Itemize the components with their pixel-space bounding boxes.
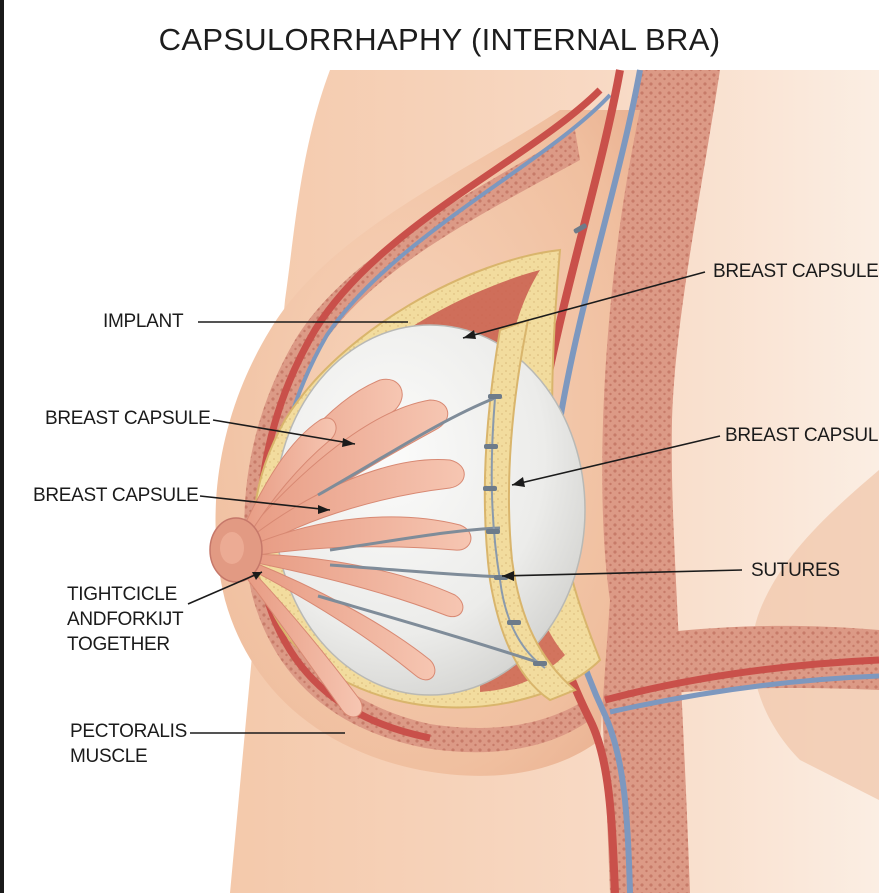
mammary-gland: [239, 378, 472, 718]
leader-lines: [187, 271, 743, 734]
diagram-title: CAPSULORRHAPHY (INTERNAL BRA): [158, 22, 721, 57]
suture-knots: [483, 223, 587, 666]
breast-capsule-inner-band: [483, 318, 577, 702]
label-pectoralis-line-1: PECTORALIS: [70, 721, 188, 742]
label-breast-capsule-right-top: BREAST CAPSULE: [713, 261, 879, 282]
label-implant: IMPLANT: [103, 311, 184, 332]
left-border: [0, 0, 4, 893]
sutures: [317, 396, 546, 669]
label-sutures: SUTURES: [751, 560, 840, 581]
horizontal-vein: [609, 673, 879, 715]
label-tighten-together: TIGHTCICLE ANDFORKIJT TOGETHER: [67, 582, 184, 657]
dermis-layer: [244, 130, 590, 753]
label-breast-capsule-right-mid: BREAST CAPSULE: [725, 425, 879, 446]
horizontal-artery: [604, 656, 879, 704]
label-pectoralis-muscle: PECTORALIS MUSCLE: [70, 719, 187, 769]
artery-contour: [255, 87, 603, 742]
label-breast-capsule-left-2: BREAST CAPSULE: [33, 485, 199, 506]
label-breast-capsule-left-1: BREAST CAPSULE: [45, 408, 211, 429]
label-tighten-line-2: ANDFORKIJT: [67, 609, 184, 630]
label-pectoralis-line-2: MUSCLE: [70, 746, 148, 767]
leader-arrowheads: [252, 330, 525, 581]
label-tighten-line-3: TOGETHER: [67, 634, 170, 655]
nipple-highlight: [220, 532, 244, 564]
label-tighten-line-1: TIGHTCICLE: [67, 584, 177, 605]
